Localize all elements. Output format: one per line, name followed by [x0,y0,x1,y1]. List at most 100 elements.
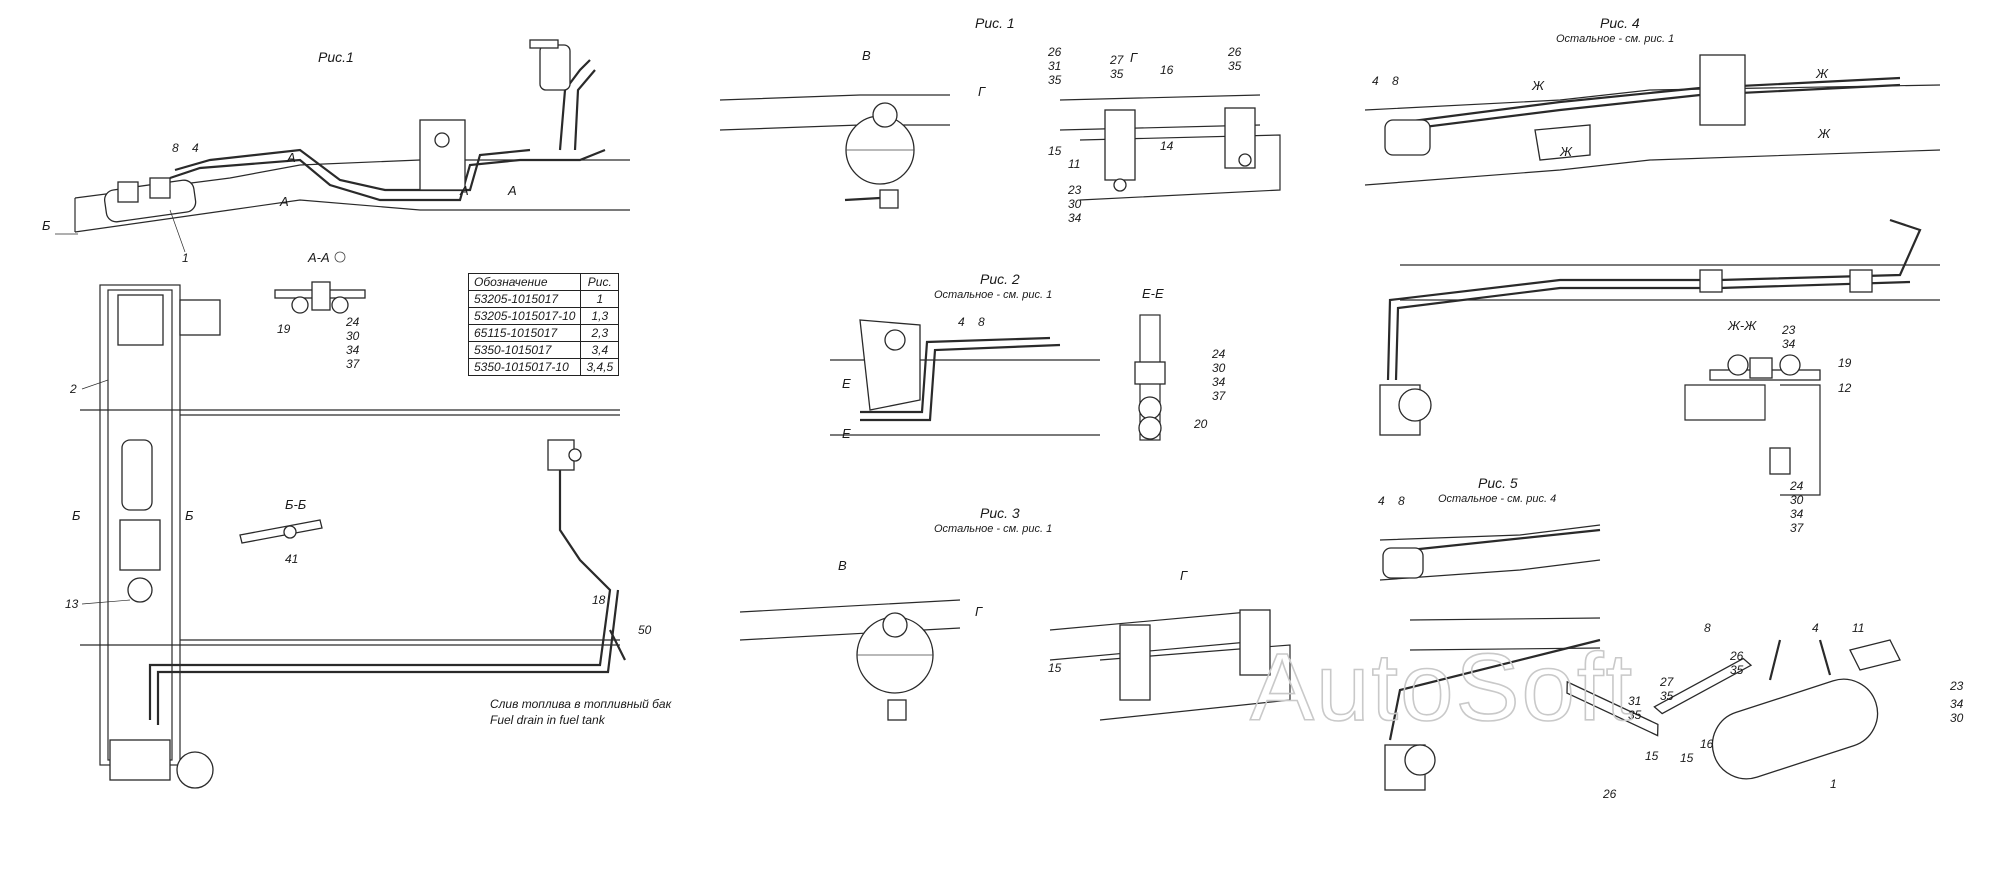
section-BB-title: Б-Б [285,497,307,512]
fig4-Zh-mark1: Ж [1531,78,1545,93]
callout-1: 1 [182,251,189,265]
fig3-title: Рис. 3 [980,505,1020,521]
fig2-callout-8: 8 [978,315,985,329]
fig5-ex-callout-35b: 35 [1660,689,1674,703]
table-row: 5350-1015017 3,4 [467,341,620,359]
g-callout-30: 30 [1068,197,1082,211]
fig5-ex-callout-1: 1 [1830,777,1837,791]
fig5-ex-callout-23: 23 [1949,679,1964,693]
fig3-G-arrow: Г [975,604,983,619]
callout-8: 8 [172,141,179,155]
table-cell-fig: 2,3 [580,324,620,342]
fig5-ex-callout-15b: 15 [1645,749,1659,763]
fig4-title: Рис. 4 [1600,15,1640,31]
table-cell-designation: 65115-1015017 [467,324,582,342]
section-BB: Б-Б 41 [239,497,323,566]
zh-callout-37: 37 [1790,521,1805,535]
fig2-title: Рис. 2 [980,271,1020,287]
fig1-side-view: Рис.1 8 4 1 Б А А А А [42,39,630,265]
fig5-ex-callout-15a: 15 [1680,751,1694,765]
table-header-designation: Обозначение [467,273,582,291]
fig3-V-label: В [838,558,847,573]
callout-2: 2 [69,382,77,396]
section-ZhZh: Ж-Ж 23 34 19 12 24 30 34 37 [1684,318,1852,535]
fig1-mid: Рис. 1 В Г Г 26 31 35 27 35 16 26 35 14 … [719,15,1281,225]
aa-callout-34: 34 [346,343,360,357]
g-callout-26a: 26 [1047,45,1062,59]
fig5-ex-callout-30: 30 [1950,711,1964,725]
section-mark-B: Б [42,218,51,233]
aa-callout-19: 19 [277,322,291,336]
section-mark-A2: А [279,194,289,209]
g-callout-11: 11 [1068,157,1080,171]
g-callout-14: 14 [1160,139,1174,153]
fig4-Zh-mark3: Ж [1815,66,1829,81]
table-header-fig: Рис. [580,273,620,291]
g-callout-31: 31 [1048,59,1061,73]
section-AA-title: А-А [307,250,330,265]
table-row: 5350-1015017-10 3,4,5 [467,358,620,376]
fig5-ex-callout-26a: 26 [1729,649,1744,663]
fig5-ex-callout-4: 4 [1812,621,1819,635]
callout-50: 50 [638,623,652,637]
table-cell-fig: 3,4,5 [580,358,620,376]
fig1-G-arrow: Г [978,84,986,99]
fig5-ex-callout-35a: 35 [1730,663,1744,677]
fig1-G-label: Г [1130,50,1138,65]
designation-table: Обозначение Рис. 53205-1015017 1 53205-1… [467,273,620,376]
fig5-ex-callout-16: 16 [1700,737,1714,751]
g-callout-26b: 26 [1227,45,1242,59]
fig3-subtitle: Остальное - см. рис. 1 [934,523,1052,535]
fig5-callout-4: 4 [1378,494,1385,508]
table-cell-designation: 5350-1015017 [467,341,582,359]
table-cell-fig: 1 [580,290,620,308]
ee-callout-34: 34 [1212,375,1226,389]
aa-callout-30: 30 [346,329,360,343]
fig2-E-mark2: Е [842,426,851,441]
callout-4: 4 [192,141,199,155]
fig5: Рис. 5 Остальное - см. рис. 4 4 8 8 4 11… [1378,475,1964,801]
fig5-ex-callout-35c: 35 [1628,708,1642,722]
section-mark-A4: А [507,183,517,198]
fig4-Zh-mark4: Ж [1817,126,1831,141]
zh-callout-19: 19 [1838,356,1852,370]
ee-callout-24: 24 [1211,347,1226,361]
zh-callout-30: 30 [1790,493,1804,507]
watermark: AutoSoft [1250,634,1634,741]
section-mark-B1: Б [72,508,81,523]
g-callout-27: 27 [1109,53,1125,67]
fig1-mid-title: Рис. 1 [975,15,1015,31]
aa-callout-37: 37 [346,357,361,371]
table-cell-designation: 53205-1015017-10 [467,307,582,325]
fig3-callout-15: 15 [1048,661,1062,675]
fig5-callout-8: 8 [1398,494,1405,508]
g-callout-34: 34 [1068,211,1082,225]
zh-callout-34: 34 [1782,337,1796,351]
table-cell-fig: 1,3 [580,307,620,325]
fig4-Zh-mark2: Ж [1559,144,1573,159]
ee-callout-30: 30 [1212,361,1226,375]
table-row: 53205-1015017 1 [467,290,620,308]
zh-callout-34b: 34 [1790,507,1804,521]
g-callout-16: 16 [1160,63,1174,77]
section-mark-A1: А [286,150,296,165]
g-callout-35a: 35 [1048,73,1062,87]
fig5-ex-callout-27: 27 [1659,675,1675,689]
fig2: Рис. 2 Остальное - см. рис. 1 4 8 Е Е [830,271,1100,441]
fig3: Рис. 3 Остальное - см. рис. 1 В Г Г 15 [739,505,1291,721]
fig3-G-label: Г [1180,568,1188,583]
zh-callout-23: 23 [1781,323,1796,337]
fig5-title: Рис. 5 [1478,475,1518,491]
fig2-subtitle: Остальное - см. рис. 1 [934,289,1052,301]
fuel-drain-note-ru: Слив топлива в топливный бак [490,697,673,711]
table-cell-designation: 53205-1015017 [467,290,582,308]
fig1-left-title: Рис.1 [318,49,354,65]
section-AA: А-А 19 24 30 34 37 [274,250,366,371]
bb-callout-41: 41 [285,552,298,566]
zh-callout-12: 12 [1838,381,1852,395]
fig4: Рис. 4 Остальное - см. рис. 1 4 8 Ж Ж Ж … [1364,15,1941,436]
table-row: 53205-1015017-10 1,3 [467,307,620,325]
table-cell-designation: 5350-1015017-10 [467,358,582,376]
ee-callout-37: 37 [1212,389,1227,403]
table-row: 65115-1015017 2,3 [467,324,620,342]
